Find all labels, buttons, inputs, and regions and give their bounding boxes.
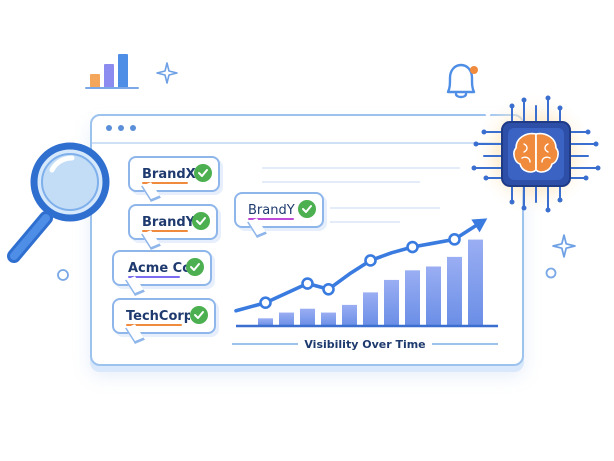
- circle-decoration-icon: [545, 267, 557, 279]
- window-dots-icon: [118, 125, 124, 131]
- trend-point: [259, 296, 272, 310]
- chart-bar: [405, 270, 420, 326]
- brand-label: BrandY: [248, 202, 295, 218]
- trend-line: [234, 224, 478, 313]
- brand-bubble-techcorp: TechCorpa: [112, 298, 216, 334]
- brand-label: TechCorpa: [126, 308, 190, 324]
- check-icon: [298, 200, 316, 218]
- chart-bar: [342, 304, 357, 326]
- trend-arrowhead-icon: [471, 218, 488, 233]
- featured-brand-bubble: BrandY: [234, 192, 324, 228]
- chart-bar: [363, 292, 378, 326]
- magnifier-icon: [7, 142, 110, 263]
- brand-underline: [142, 182, 188, 184]
- ai-chip-icon: [471, 92, 601, 216]
- brand-underline: [248, 218, 294, 220]
- window-titlebar: [92, 116, 522, 144]
- trend-point: [301, 277, 314, 290]
- chart-bar: [321, 312, 336, 326]
- brand-label: BrandX: [142, 166, 196, 182]
- check-icon: [192, 212, 210, 230]
- chart-title: Visibility Over Time: [304, 337, 426, 351]
- caption-rule-right: [431, 343, 499, 345]
- brand-bubble-brandx: BrandX: [128, 156, 220, 192]
- brand-underline: [142, 230, 188, 232]
- check-icon: [186, 258, 204, 276]
- sparkle-icon: [552, 234, 576, 258]
- brand-underline: [126, 324, 182, 326]
- circle-decoration-icon: [57, 269, 69, 281]
- caption-rule-left: [232, 343, 299, 345]
- check-icon: [194, 164, 212, 182]
- brand-bubble-brandy: BrandY: [128, 204, 218, 240]
- trend-point: [322, 282, 335, 296]
- brand-label: Acme Co.: [128, 260, 197, 276]
- chart-bar: [426, 266, 441, 326]
- check-icon: [190, 306, 208, 324]
- chart-bar: [384, 279, 399, 326]
- chart-bar: [468, 239, 483, 326]
- trend-point: [406, 240, 419, 254]
- chart-bar: [447, 256, 462, 326]
- chart-caption: Visibility Over Time: [232, 334, 499, 354]
- brand-label: BrandY: [142, 214, 196, 230]
- chart-bar: [258, 318, 273, 326]
- brand-bubble-acme: Acme Co.: [112, 250, 212, 286]
- trend-point: [448, 233, 461, 246]
- sparkle-icon: [156, 62, 178, 84]
- window-dots-icon: [130, 125, 136, 131]
- brand-underline: [128, 276, 180, 278]
- window-dots-icon: [106, 125, 112, 131]
- bell-icon: [446, 63, 478, 99]
- trend-point: [364, 254, 377, 267]
- chart-bar: [279, 312, 294, 326]
- mini-bar-chart-icon: [85, 54, 139, 89]
- chart-bar: [300, 308, 315, 326]
